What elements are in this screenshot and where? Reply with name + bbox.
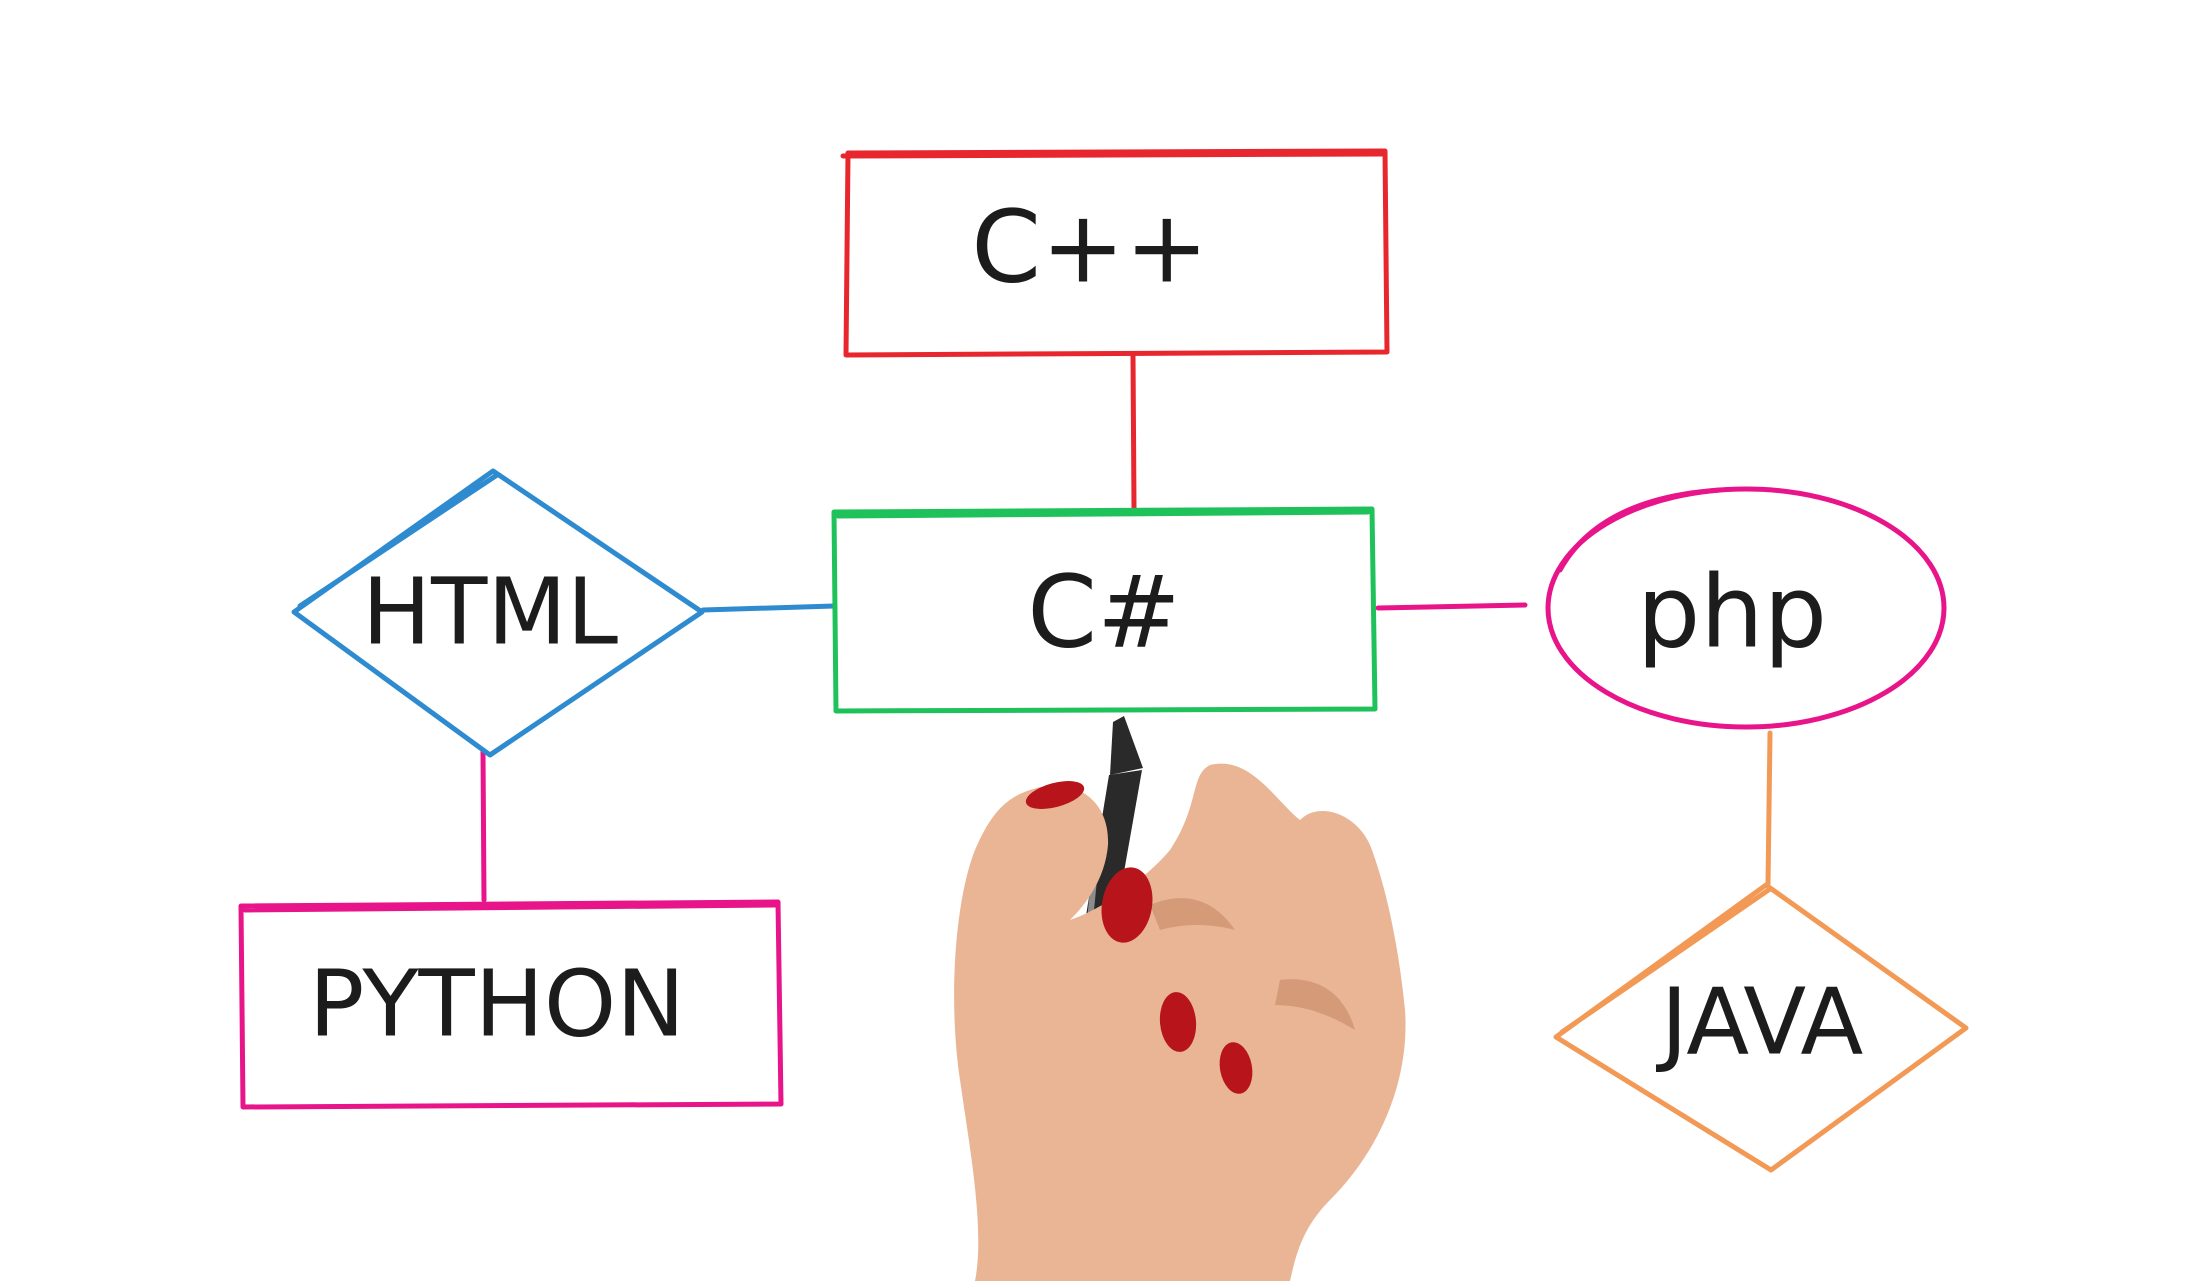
- connector-php-java: [1765, 730, 1773, 887]
- node-csharp-label: C#: [1027, 554, 1181, 671]
- node-php-border: [1545, 486, 1947, 730]
- node-php: php: [1545, 486, 1947, 730]
- marker-body: [1082, 770, 1142, 940]
- node-python: PYTHON: [238, 899, 784, 1110]
- node-java: JAVA: [1553, 882, 1969, 1173]
- node-python-border: [238, 899, 784, 1110]
- connector-csharp-php: [1375, 602, 1528, 611]
- node-cpp: C++: [840, 148, 1390, 358]
- node-html-border: [291, 468, 705, 758]
- node-java-label: JAVA: [1656, 969, 1864, 1076]
- node-cpp-label: C++: [971, 189, 1208, 306]
- fingernail-index: [1101, 867, 1153, 943]
- node-csharp: C#: [831, 506, 1378, 714]
- connector-cpp-csharp: [1130, 352, 1137, 511]
- node-html: HTML: [291, 468, 705, 758]
- hand-shadow-2: [1275, 979, 1355, 1030]
- hand-shadow: [1150, 898, 1235, 930]
- fingernail-ring: [1219, 1042, 1253, 1094]
- node-csharp-border: [831, 506, 1378, 714]
- node-cpp-border: [840, 148, 1390, 358]
- hand-with-marker: [954, 716, 1406, 1281]
- connector-html-python: [480, 749, 487, 903]
- node-html-label: HTML: [362, 559, 618, 666]
- node-python-label: PYTHON: [309, 951, 685, 1058]
- fingernail-middle: [1159, 992, 1197, 1052]
- node-php-stroke-overlap: [1557, 487, 1723, 573]
- connector-html-csharp: [700, 603, 837, 613]
- node-java-border: [1553, 882, 1969, 1173]
- node-php-label: php: [1637, 554, 1827, 671]
- fingernail-thumb: [1025, 781, 1085, 809]
- marker-tip: [1110, 716, 1143, 775]
